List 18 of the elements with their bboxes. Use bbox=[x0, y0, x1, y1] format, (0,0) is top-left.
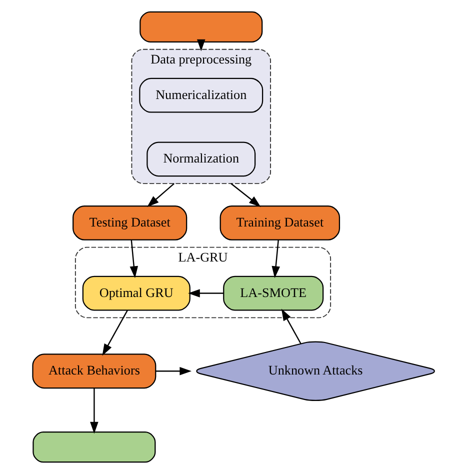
node-box bbox=[32, 432, 156, 463]
node-box: Attack Behaviors bbox=[32, 354, 156, 389]
arrow bbox=[102, 310, 128, 356]
arrow bbox=[147, 183, 175, 208]
node-box: Testing Dataset bbox=[72, 205, 188, 240]
node-box: Training Dataset bbox=[220, 205, 340, 240]
arrow bbox=[130, 240, 138, 278]
arrow bbox=[156, 367, 192, 376]
arrow bbox=[272, 240, 280, 278]
arrow bbox=[281, 308, 302, 344]
node-box: Numericalization bbox=[139, 78, 264, 113]
node-box: LA-SMOTE bbox=[223, 276, 324, 311]
arrow bbox=[196, 39, 206, 52]
arrow bbox=[188, 289, 224, 298]
node-box: Optimal GRU bbox=[82, 276, 190, 311]
arrow bbox=[90, 388, 98, 434]
node-box: Normalization bbox=[146, 142, 256, 177]
arrow bbox=[230, 183, 261, 207]
